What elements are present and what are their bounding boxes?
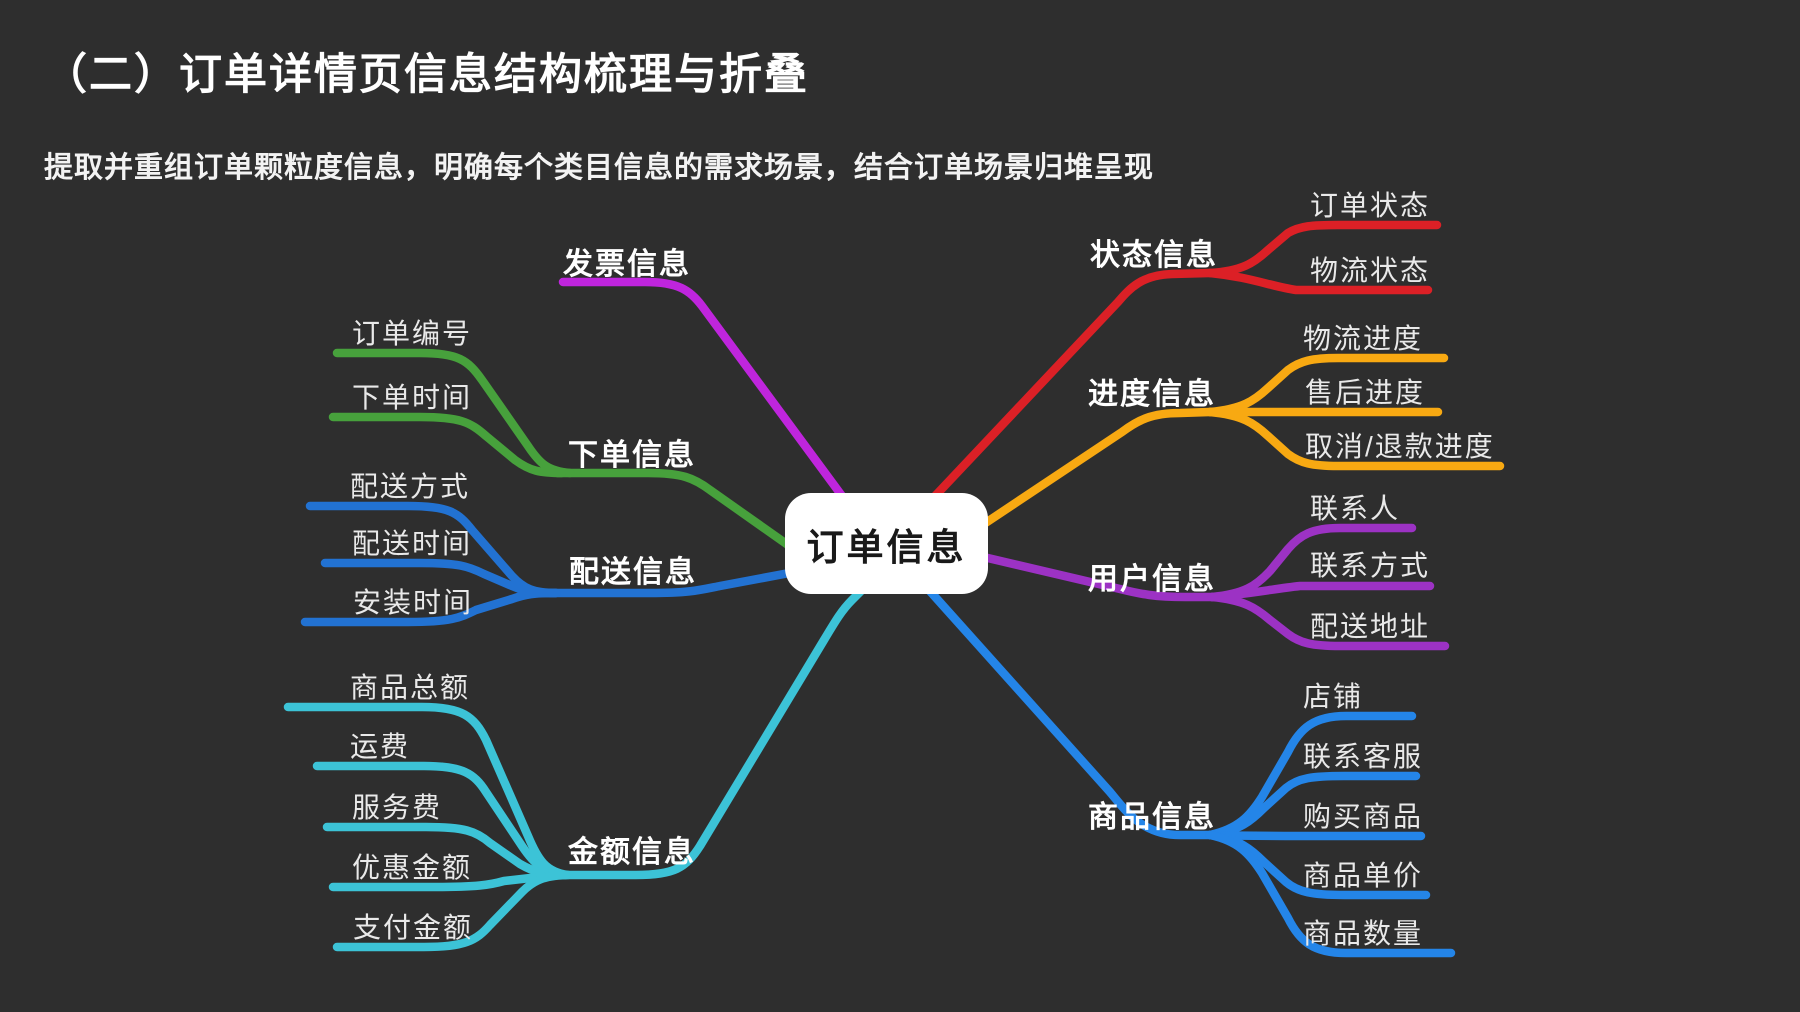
order-placement-info-label: 下单信息	[568, 439, 696, 472]
goods-total-label: 商品总额	[350, 672, 471, 703]
order-status-label: 订单状态	[1310, 190, 1431, 221]
root-node-label: 订单信息	[806, 526, 967, 568]
quantity-line	[1205, 830, 1456, 958]
shipping-fee-label: 运费	[350, 731, 411, 762]
delivery-time-label: 配送时间	[352, 528, 473, 559]
order-placement-branch-lines	[328, 348, 810, 562]
user-line	[970, 550, 1217, 602]
order-placement-line	[552, 468, 810, 562]
logistics-progress-line	[1205, 353, 1449, 417]
logistics-status-label: 物流状态	[1310, 255, 1431, 286]
logistics-status-line	[1205, 268, 1433, 295]
installation-time-line	[300, 588, 561, 627]
invoice-branch-lines	[558, 277, 850, 505]
root-node: 订单信息	[785, 493, 988, 594]
payment-amount-label: 支付金额	[353, 912, 474, 943]
unit-price-label: 商品单价	[1303, 860, 1424, 891]
purchased-goods-line	[1205, 830, 1426, 841]
invoice-line	[558, 277, 850, 505]
page-subtitle: 提取并重组订单颗粒度信息，明确每个类目信息的需求场景，结合订单场景归堆呈现	[44, 152, 1155, 184]
contact-method-label: 联系方式	[1310, 550, 1431, 581]
contact-person-label: 联系人	[1310, 493, 1401, 524]
order-time-label: 下单时间	[352, 382, 473, 413]
product-line	[915, 575, 1215, 840]
purchased-goods-label: 购买商品	[1303, 801, 1424, 832]
status-info-label: 状态信息	[1090, 239, 1218, 272]
cancel-refund-progress-label: 取消/退款进度	[1305, 431, 1495, 462]
delivery-address-line	[1207, 592, 1450, 651]
discount-amount-label: 优惠金额	[352, 852, 473, 883]
progress-info-label: 进度信息	[1088, 378, 1216, 411]
order-number-label: 订单编号	[352, 318, 473, 349]
service-fee-label: 服务费	[352, 792, 443, 823]
product-branch-lines	[915, 575, 1456, 958]
payment-amount-line	[332, 870, 571, 952]
amount-info-label: 金额信息	[568, 836, 696, 869]
status-line	[915, 268, 1215, 517]
product-info-label: 商品信息	[1088, 801, 1216, 834]
aftersale-progress-label: 售后进度	[1305, 377, 1426, 408]
delivery-method-label: 配送方式	[350, 471, 471, 502]
cancel-refund-progress-line	[1205, 407, 1505, 471]
order-status-line	[1205, 220, 1442, 278]
installation-time-label: 安装时间	[353, 587, 474, 618]
delivery-branch-lines	[300, 501, 805, 627]
status-branch-lines	[915, 220, 1442, 517]
invoice-info-label: 发票信息	[563, 248, 691, 281]
discount-amount-line	[328, 871, 553, 892]
page-title: （二）订单详情页信息结构梳理与折叠	[44, 51, 809, 99]
contact-service-line	[1205, 771, 1421, 840]
amount-branch-lines	[283, 585, 867, 952]
progress-line	[970, 407, 1215, 535]
contact-service-label: 联系客服	[1303, 741, 1424, 772]
order-time-line	[328, 412, 567, 478]
logistics-progress-label: 物流进度	[1303, 323, 1424, 354]
user-branch-lines	[970, 523, 1450, 651]
amount-line	[545, 585, 867, 880]
delivery-info-label: 配送信息	[569, 556, 697, 589]
user-info-label: 用户信息	[1088, 563, 1216, 596]
delivery-address-label: 配送地址	[1310, 611, 1431, 642]
shop-label: 店铺	[1303, 681, 1364, 712]
progress-branch-lines	[970, 353, 1505, 535]
quantity-label: 商品数量	[1303, 918, 1424, 949]
delivery-line	[545, 566, 805, 598]
